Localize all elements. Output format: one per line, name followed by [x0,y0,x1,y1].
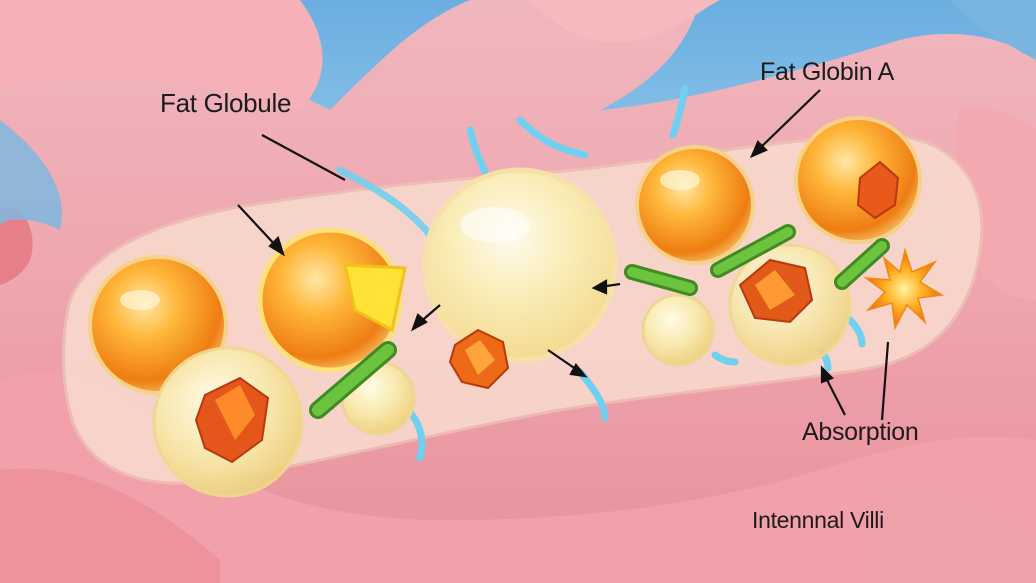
globules [88,116,922,498]
absorption-spark [863,247,945,331]
crystals [194,160,900,464]
label-fat-globule: Fat Globule [160,88,292,118]
globule-small-center-right [641,293,715,367]
green-rods [309,224,890,419]
globule-far-right-orange [794,116,922,244]
globule-big-center [422,167,618,363]
globule-upper-right-orange [635,145,755,265]
label-fat-globin: Fat Globin A [760,58,894,86]
crystal-far-right [856,160,900,220]
pointer-arrows [237,89,890,421]
label-intestinal-villi: Intennnal Villi [752,507,884,533]
globule-wedge [343,263,407,333]
label-absorption: Absorption [802,418,919,446]
